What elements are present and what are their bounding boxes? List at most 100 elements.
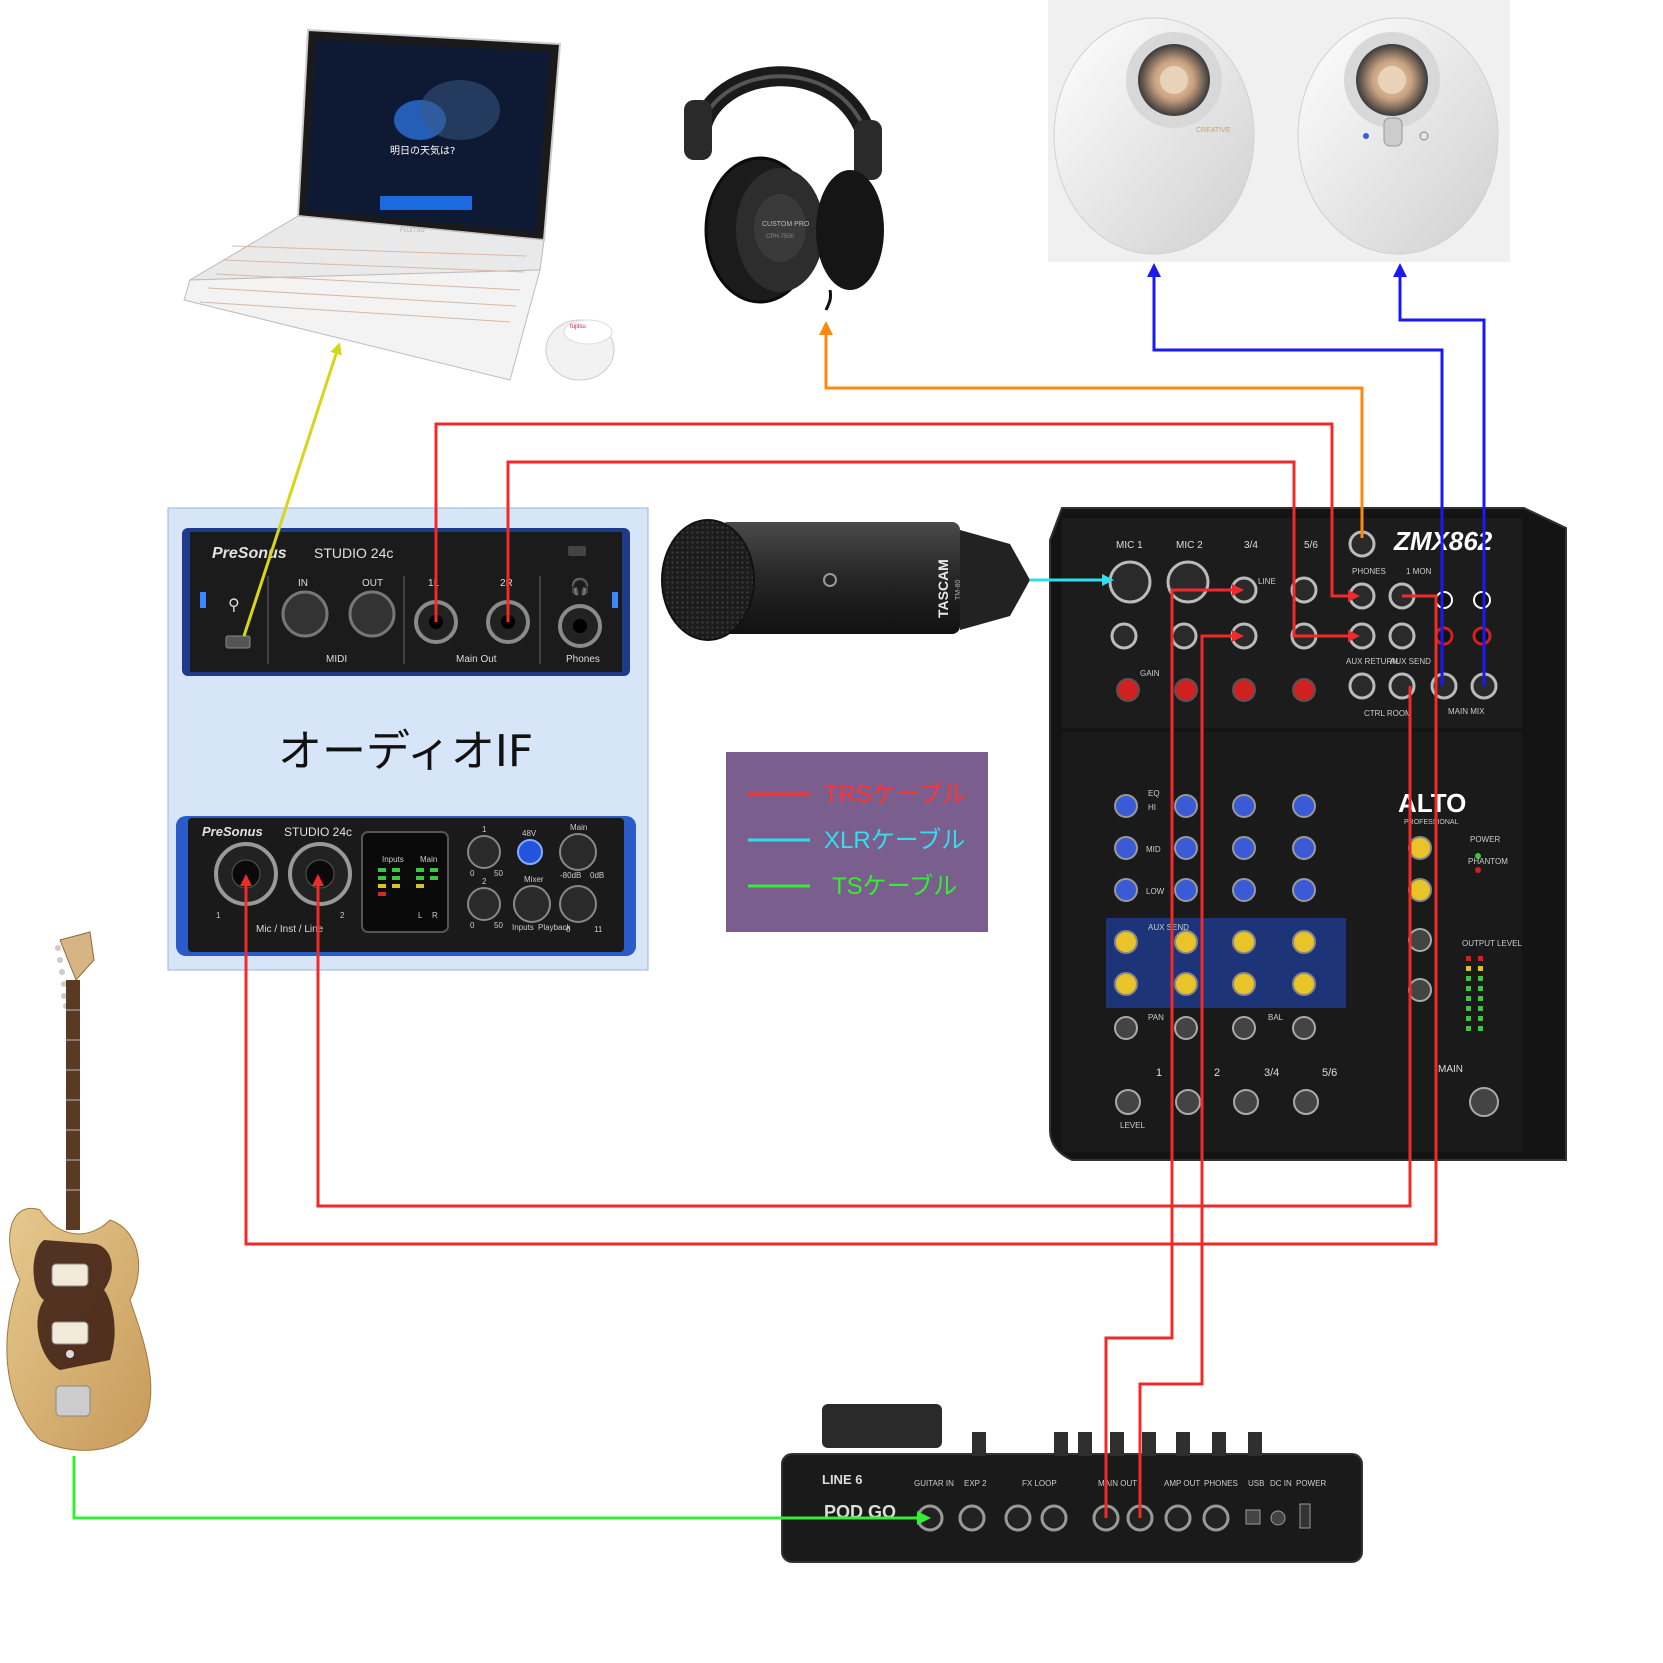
- mixer-num-1: 1: [1156, 1067, 1162, 1079]
- laptop-brand: FUJITSU: [400, 228, 425, 234]
- mixer-label-phones: PHONES: [1352, 567, 1386, 576]
- rear-label-in: IN: [298, 578, 308, 589]
- front-label-in-2: 2: [340, 911, 345, 920]
- rear-label-phones: Phones: [566, 654, 600, 665]
- mixer-label-main-mix: MAIN MIX: [1448, 707, 1485, 716]
- front-label-ph-min: 0: [566, 925, 571, 934]
- front-label-knob-1: 1: [482, 825, 487, 834]
- mixer-label-aux-return: AUX RETURN: [1346, 657, 1398, 666]
- presonus-rear-brand: PreSonus: [212, 545, 287, 562]
- mixer-label-phantom: PHANTOM: [1468, 857, 1508, 866]
- mixer-label-ctrl-room: CTRL ROOM: [1364, 709, 1412, 718]
- front-label-in-1: 1: [216, 911, 221, 920]
- rear-label-main-out: Main Out: [456, 654, 497, 665]
- mixer-num-34: 3/4: [1264, 1067, 1279, 1079]
- mixer-ch-mic1: MIC 1: [1116, 540, 1143, 551]
- trs-cable-ctrl-room-2: [312, 686, 1412, 1208]
- front-label-playback: Playback: [538, 923, 571, 932]
- front-label-mixer-inputs: Inputs: [512, 923, 534, 932]
- mixer-num-2: 2: [1214, 1067, 1220, 1079]
- svg-text:⚲: ⚲: [228, 597, 240, 614]
- mixer-num-56: 5/6: [1322, 1067, 1337, 1079]
- mixer-label-level: LEVEL: [1120, 1121, 1145, 1130]
- headphones-brand: CUSTOM PRO: [762, 221, 810, 228]
- mixer-label-aux-send-ch: AUX SEND: [1148, 923, 1189, 932]
- front-label-k2-min: 0: [470, 921, 475, 930]
- laptop-screen-text: 明日の天気は?: [390, 144, 455, 157]
- rear-label-midi: MIDI: [326, 654, 347, 665]
- trs-cable-pod-main-r: [1138, 630, 1244, 1518]
- pod-label-exp2: EXP 2: [964, 1479, 987, 1488]
- front-label-main: Main: [570, 823, 587, 832]
- connection-diagram: 明日の天気は? FUJITSU fujitsu CUSTOM PRO CPH-7…: [6, 0, 1567, 1563]
- pod-label-guitar-in: GUITAR IN: [914, 1479, 954, 1488]
- microphone-icon: TASCAM TM-80: [661, 519, 1030, 641]
- rear-label-out: OUT: [362, 578, 383, 589]
- trs-cable-pod-main-l: [1104, 584, 1244, 1518]
- microphone-brand: TASCAM: [935, 559, 951, 618]
- mixer-brand: ALTO: [1398, 788, 1466, 818]
- mixer-label-low: LOW: [1146, 887, 1165, 896]
- mixer-ch-34: 3/4: [1244, 540, 1258, 551]
- svg-text:🎧: 🎧: [570, 577, 590, 596]
- mixer-label-main: MAIN: [1438, 1064, 1463, 1075]
- laptop-icon: 明日の天気は? FUJITSU: [183, 28, 562, 381]
- mixer-label-pan: PAN: [1148, 1013, 1164, 1022]
- headphones-icon: CUSTOM PRO CPH-7500: [684, 66, 884, 311]
- front-label-k2-max: 50: [494, 921, 503, 930]
- pod-label-usb: USB: [1248, 1479, 1264, 1488]
- pod-label-fx-loop: FX LOOP: [1022, 1479, 1057, 1488]
- speaker-brand: CREATIVE: [1196, 127, 1231, 134]
- microphone-model: TM-80: [955, 580, 962, 600]
- usb-cable: [242, 342, 342, 637]
- pod-label-dc-in: DC IN: [1270, 1479, 1292, 1488]
- front-label-main-meter: Main: [420, 855, 437, 864]
- mouse-brand: fujitsu: [570, 324, 586, 330]
- front-label-mixer: Mixer: [524, 875, 544, 884]
- mixer-label-bal: BAL: [1268, 1013, 1284, 1022]
- front-label-0db: 0dB: [590, 871, 604, 880]
- rear-label-1l: 1L: [428, 578, 440, 589]
- legend: TRSケーブル XLRケーブル TSケーブル: [726, 752, 988, 932]
- mixer-label-1mon: 1 MON: [1406, 567, 1432, 576]
- mixer-label-line: LINE: [1258, 577, 1276, 586]
- presonus-front-model: STUDIO 24c: [284, 825, 352, 839]
- mixer-brand-sub: PROFESSIONAL: [1404, 819, 1459, 826]
- speaker-cable-right: [1393, 263, 1486, 686]
- mixer-ch-mic2: MIC 2: [1176, 540, 1203, 551]
- front-label-knob-2: 2: [482, 877, 487, 886]
- ts-cable-guitar: [72, 1456, 931, 1525]
- front-label-mic-inst-line: Mic / Inst / Line: [256, 924, 324, 935]
- headphones-model: CPH-7500: [766, 234, 795, 240]
- pod-brand: LINE 6: [822, 1472, 862, 1487]
- headphone-cable: [819, 321, 1364, 538]
- pod-go: LINE 6 POD GO GUITAR IN EXP 2 FX LOOP MA…: [781, 1404, 1363, 1563]
- rear-label-2r: 2R: [500, 578, 513, 589]
- presonus-rear-panel: PreSonus STUDIO 24c ⚲ IN OUT MIDI 1L 2R …: [182, 528, 630, 676]
- presonus-front-brand: PreSonus: [202, 824, 263, 839]
- audio-if-label: オーディオIF: [278, 726, 533, 777]
- legend-xlr: XLRケーブル: [824, 827, 965, 854]
- mixer-label-hi: HI: [1148, 803, 1156, 812]
- speaker-icon: CREATIVE: [1048, 0, 1510, 262]
- presonus-front-panel: PreSonus STUDIO 24c Inputs Main 48V: [176, 816, 636, 956]
- trs-cable-main-out-1l: [434, 422, 1360, 622]
- legend-trs: TRSケーブル: [824, 781, 967, 808]
- trs-cable-main-out-2r: [506, 460, 1360, 642]
- mixer-label-power: POWER: [1470, 835, 1500, 844]
- front-label-meter-l: L: [418, 911, 423, 920]
- presonus-rear-model: STUDIO 24c: [314, 545, 393, 561]
- mixer-label-mid: MID: [1146, 845, 1161, 854]
- mouse-icon: fujitsu: [545, 319, 615, 381]
- pod-label-amp-out: AMP OUT: [1164, 1479, 1200, 1488]
- front-label-k1-max: 50: [494, 869, 503, 878]
- guitar-icon: [6, 931, 152, 1451]
- speaker-cable-left: [1147, 263, 1444, 686]
- front-label-48v: 48V: [522, 829, 537, 838]
- pod-label-phones: PHONES: [1204, 1479, 1238, 1488]
- pod-label-power: POWER: [1296, 1479, 1326, 1488]
- mixer-label-eq: EQ: [1148, 789, 1160, 798]
- trs-cable-aux-send-1: [240, 594, 1438, 1246]
- mixer-label-output-level: OUTPUT LEVEL: [1462, 939, 1522, 948]
- pod-label-main-out: MAIN OUT: [1098, 1479, 1137, 1488]
